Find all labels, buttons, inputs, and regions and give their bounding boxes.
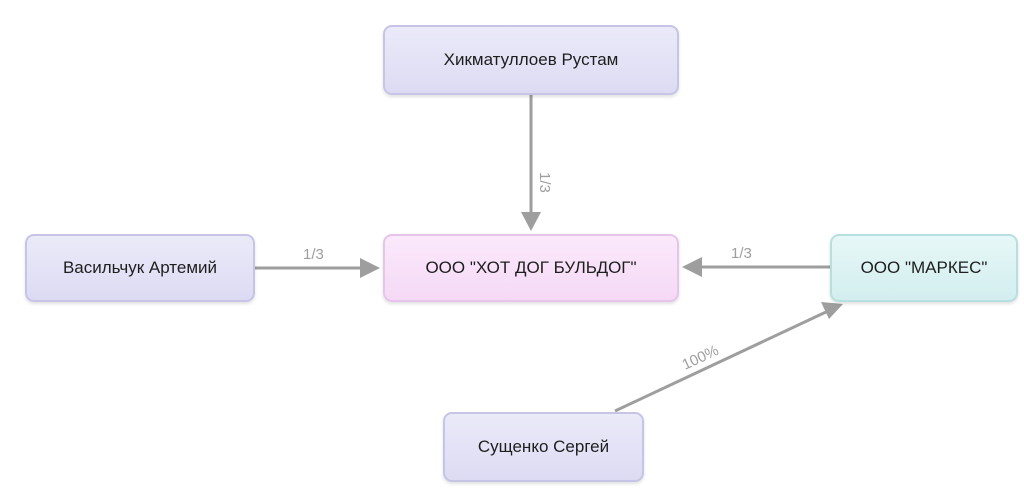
arrowhead-icon bbox=[360, 258, 380, 278]
node-label: Васильчук Артемий bbox=[62, 258, 218, 277]
node-vasilchuk[interactable]: Васильчук Артемий bbox=[25, 234, 255, 302]
edge-vasilchuk-to-main: 1/3 bbox=[255, 246, 380, 278]
edge-label-markes: 1/3 bbox=[731, 245, 752, 262]
node-markes[interactable]: ООО "МАРКЕС" bbox=[830, 234, 1018, 302]
node-label: ООО "ХОТ ДОГ БУЛЬДОГ" bbox=[425, 258, 637, 277]
edge-sushchenko-to-markes: 100% bbox=[614, 302, 843, 413]
node-label: Хикматуллоев Рустам bbox=[443, 50, 619, 69]
edge-markes-to-main: 1/3 bbox=[682, 245, 830, 277]
arrowhead-icon bbox=[521, 212, 541, 231]
edge-khikmatulloev-to-main: 1/3 bbox=[521, 95, 553, 231]
arrowhead-icon bbox=[682, 257, 702, 277]
edge-label-sushchenko: 100% bbox=[680, 342, 722, 374]
node-sushchenko[interactable]: Сущенко Сергей bbox=[443, 412, 644, 482]
node-khikmatulloev[interactable]: Хикматуллоев Рустам bbox=[383, 25, 679, 95]
arrowhead-icon bbox=[821, 302, 843, 319]
edge-label-vasilchuk: 1/3 bbox=[303, 246, 324, 263]
node-label: Сущенко Сергей bbox=[477, 437, 610, 456]
edge-label-khikmatulloev: 1/3 bbox=[536, 172, 553, 193]
node-label: ООО "МАРКЕС" bbox=[860, 258, 988, 277]
node-company-main[interactable]: ООО "ХОТ ДОГ БУЛЬДОГ" bbox=[383, 234, 679, 302]
